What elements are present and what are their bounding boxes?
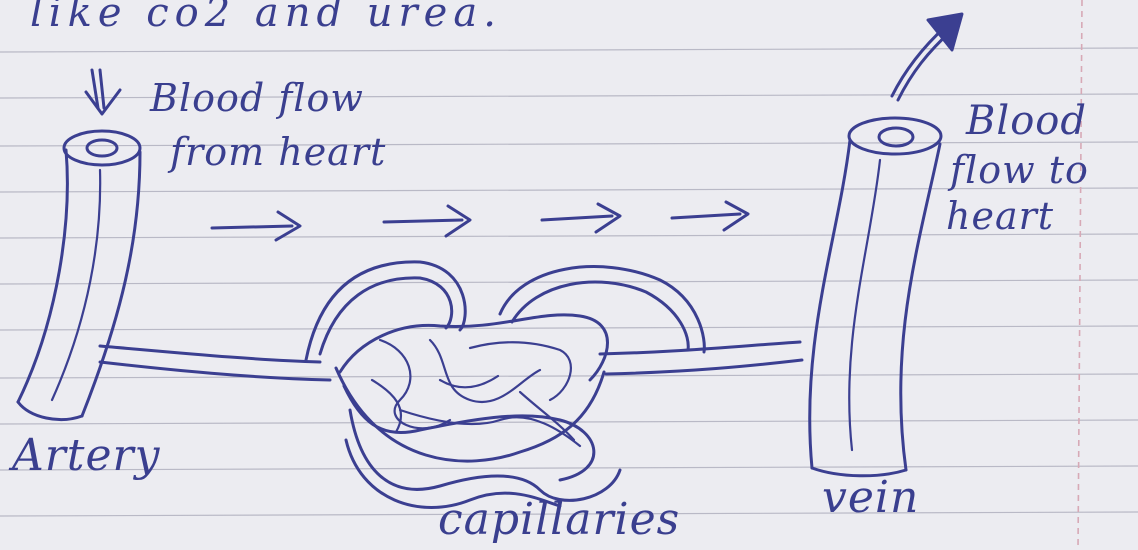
flow-arrows bbox=[212, 202, 748, 240]
label-to-heart-line2: flow to bbox=[950, 148, 1089, 192]
venule-vessel bbox=[600, 342, 802, 374]
top-line-text: like co2 and urea. bbox=[30, 0, 502, 36]
label-from-heart-line1: Blood flow bbox=[150, 76, 364, 120]
flow-arrow-3 bbox=[542, 204, 620, 232]
label-to-heart-line3: heart bbox=[946, 194, 1054, 238]
label-from-heart-line2: from heart bbox=[170, 130, 386, 174]
label-artery: Artery bbox=[12, 430, 160, 481]
flow-arrow-4 bbox=[672, 202, 748, 230]
flow-arrow-1 bbox=[212, 212, 300, 240]
capillary-network bbox=[306, 262, 704, 508]
vein-tube bbox=[810, 118, 941, 476]
label-capillaries: capillaries bbox=[438, 494, 680, 545]
label-vein: vein bbox=[822, 472, 919, 523]
down-arrow-icon bbox=[86, 70, 120, 114]
flow-arrow-2 bbox=[384, 206, 470, 236]
up-right-arrow-icon bbox=[892, 14, 962, 100]
label-to-heart-line1: Blood bbox=[966, 98, 1087, 144]
margin-line bbox=[1078, 0, 1082, 550]
arteriole-vessel bbox=[100, 346, 330, 380]
artery-tube bbox=[18, 131, 140, 420]
